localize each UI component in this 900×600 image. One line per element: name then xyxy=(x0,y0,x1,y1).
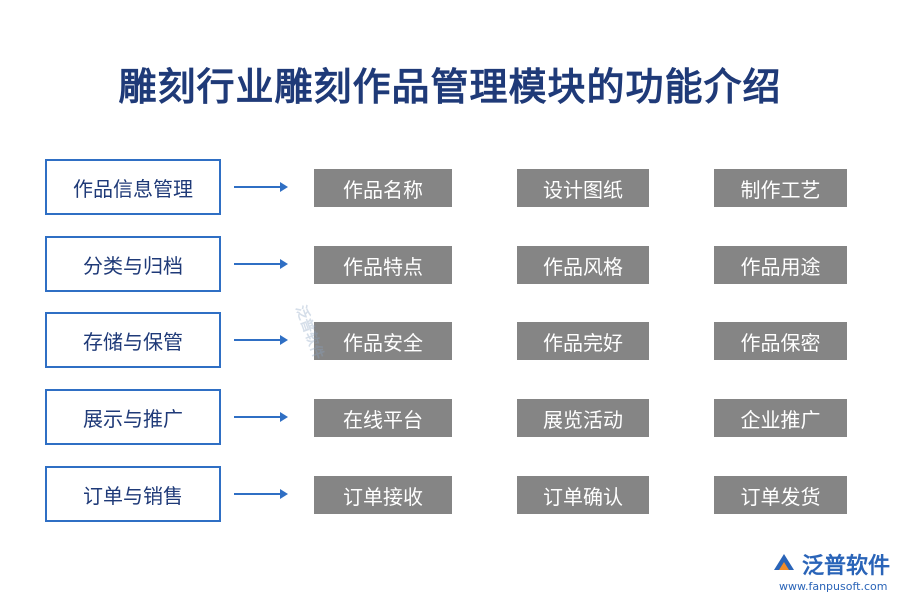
feature-box: 订单接收 xyxy=(314,476,452,514)
arrow-icon xyxy=(234,182,288,192)
module-row: 分类与归档 作品特点 作品风格 作品用途 xyxy=(0,236,900,296)
category-box: 订单与销售 xyxy=(45,466,221,522)
feature-box: 订单确认 xyxy=(517,476,649,514)
logo-name: 泛普软件 xyxy=(802,554,891,579)
module-row: 存储与保管 作品安全 作品完好 作品保密 xyxy=(0,312,900,372)
feature-box: 企业推广 xyxy=(714,399,847,437)
arrow-icon xyxy=(234,259,288,269)
feature-box: 在线平台 xyxy=(314,399,452,437)
feature-box: 作品风格 xyxy=(517,246,649,284)
feature-box: 设计图纸 xyxy=(517,169,649,207)
category-box: 分类与归档 xyxy=(45,236,221,292)
arrow-icon xyxy=(234,335,288,345)
feature-box: 作品保密 xyxy=(714,322,847,360)
brand-logo: 泛普软件 xyxy=(770,548,890,580)
feature-box: 作品用途 xyxy=(714,246,847,284)
category-box: 存储与保管 xyxy=(45,312,221,368)
feature-box: 展览活动 xyxy=(517,399,649,437)
category-box: 展示与推广 xyxy=(45,389,221,445)
feature-box: 订单发货 xyxy=(714,476,847,514)
module-row: 展示与推广 在线平台 展览活动 企业推广 xyxy=(0,389,900,449)
module-row: 订单与销售 订单接收 订单确认 订单发货 xyxy=(0,466,900,526)
logo-icon xyxy=(774,554,794,570)
category-box: 作品信息管理 xyxy=(45,159,221,215)
logo-url: www.fanpusoft.com xyxy=(779,580,888,593)
feature-box: 作品安全 xyxy=(314,322,452,360)
feature-box: 制作工艺 xyxy=(714,169,847,207)
feature-box: 作品完好 xyxy=(517,322,649,360)
module-row: 作品信息管理 作品名称 设计图纸 制作工艺 xyxy=(0,159,900,219)
feature-box: 作品名称 xyxy=(314,169,452,207)
page-title: 雕刻行业雕刻作品管理模块的功能介绍 xyxy=(118,65,782,109)
arrow-icon xyxy=(234,412,288,422)
arrow-icon xyxy=(234,489,288,499)
feature-box: 作品特点 xyxy=(314,246,452,284)
